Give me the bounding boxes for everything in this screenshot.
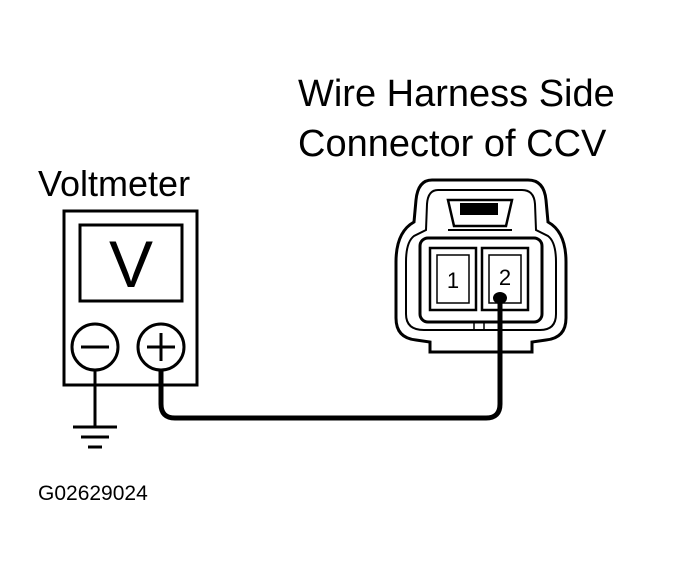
pin-2-inner [488,254,522,304]
pin-1-inner [436,254,470,304]
pin-1-label: 1 [447,268,459,293]
voltmeter: V [62,209,199,387]
connector-outer-housing [394,178,568,354]
pin-1-cavity [428,246,478,312]
probe-tip [493,292,507,304]
connector-title-line2: Connector of CCV [298,123,607,165]
connector-key-mark [473,321,485,331]
voltmeter-body [62,209,199,387]
pin-2-label: 2 [499,265,511,290]
ccv-connector: 1 2 [394,178,568,354]
ground-symbol-icon [73,370,117,449]
plus-icon [136,322,186,372]
connector-title-line1: Wire Harness Side [298,73,615,115]
voltmeter-label: Voltmeter [38,163,190,204]
connector-lock-tab [446,198,514,228]
connector-inner-housing [405,189,557,331]
minus-icon [70,322,120,372]
lock-tab-detail [460,203,498,215]
voltmeter-display-text: V [109,227,153,301]
pin-2-cavity [480,246,530,312]
voltmeter-display [78,223,184,303]
test-lead-wire [158,296,503,421]
figure-code: G02629024 [38,482,148,505]
